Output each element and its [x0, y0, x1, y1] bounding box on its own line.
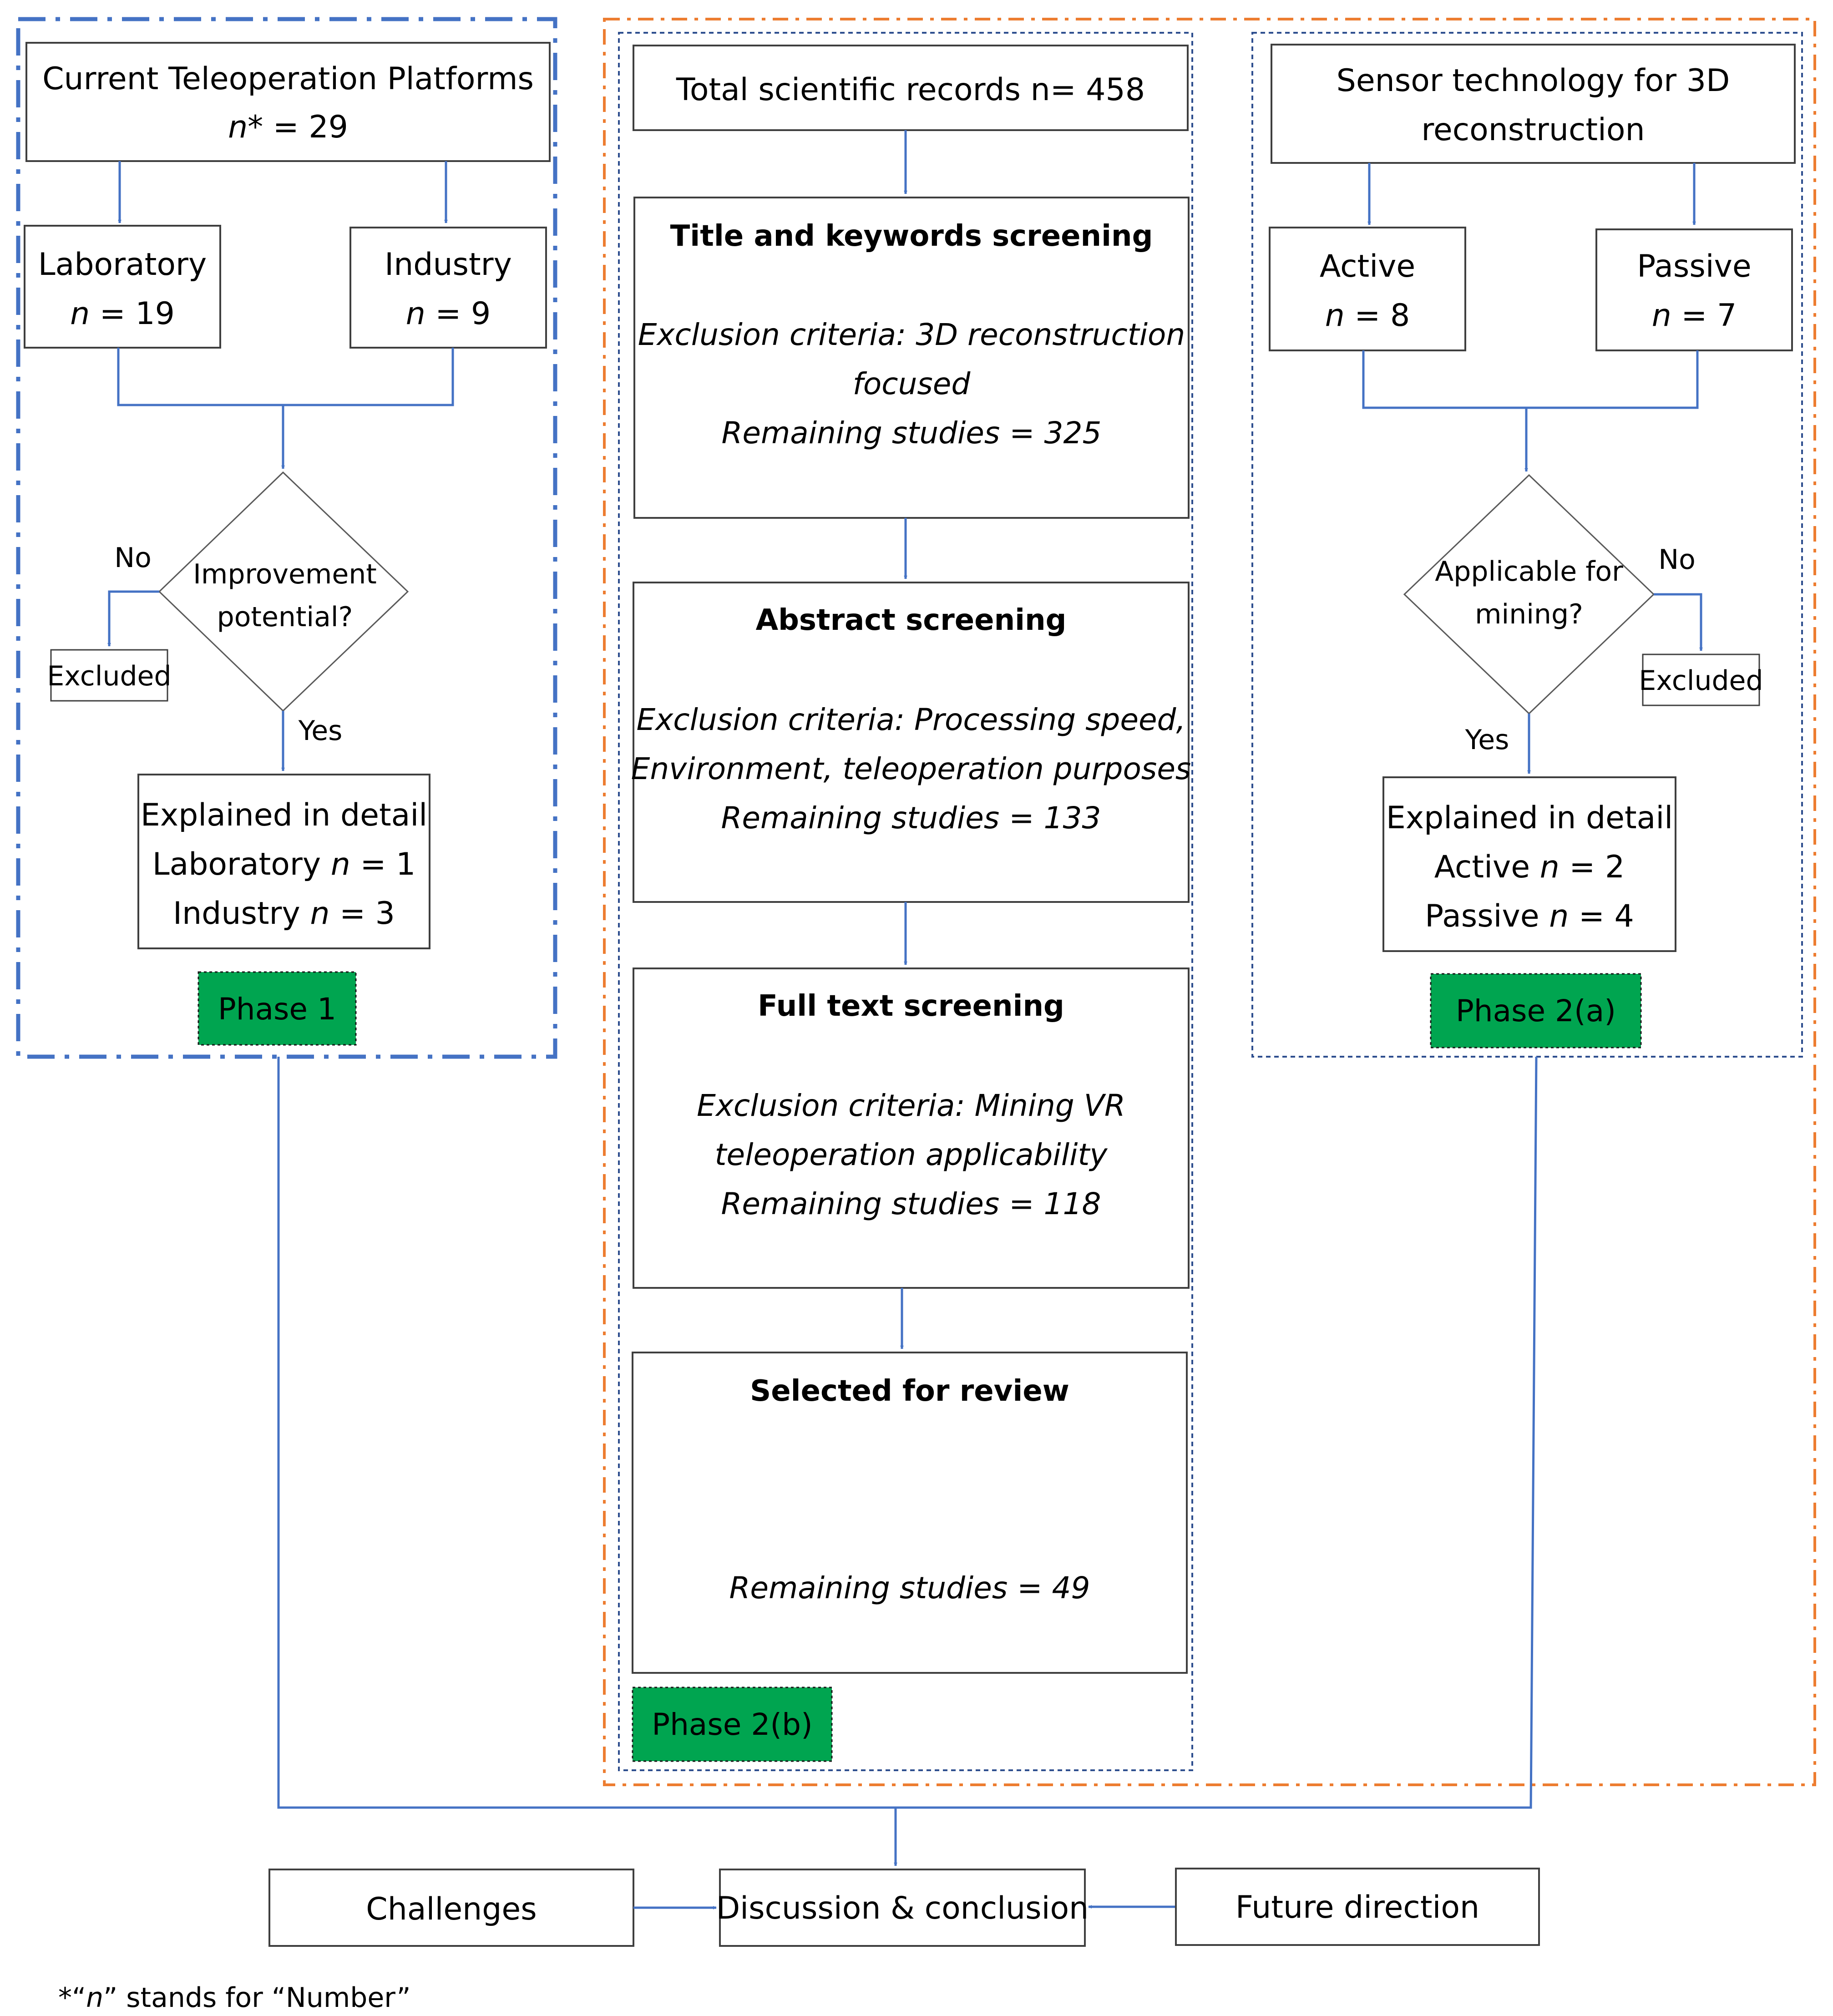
- challenges-box: Challenges: [268, 1869, 634, 1947]
- phase1-badge: Phase 1: [197, 971, 357, 1046]
- phase2b-badge: Phase 2(b): [632, 1687, 833, 1762]
- title-screening-criteria1: Exclusion criteria: 3D reconstruction: [638, 317, 1185, 352]
- future-direction-box: Future direction: [1175, 1868, 1540, 1946]
- phase2-frame: [603, 18, 1816, 1786]
- phase2a-frame: [1251, 32, 1803, 1058]
- detail2-box: Explained in detail Active n = 2 Passive…: [1382, 776, 1676, 952]
- excluded1-box: Excluded: [47, 649, 172, 702]
- discussion-label: Discussion & conclusion: [716, 1890, 1089, 1926]
- selected-remaining: Remaining studies = 49: [729, 1570, 1090, 1606]
- decision1-line1: Improvement: [193, 558, 377, 590]
- total-records-label: Total scientific records n= 458: [676, 72, 1145, 108]
- title-screening-remaining: Remaining studies = 325: [722, 415, 1102, 451]
- excluded1-label: Excluded: [47, 660, 171, 692]
- laboratory-count: n = 19: [70, 296, 175, 332]
- platforms-box: Current Teleoperation Platforms n* = 29: [25, 42, 551, 162]
- future-direction-label: Future direction: [1236, 1889, 1479, 1925]
- full-text-screening-box: Full text screening Exclusion criteria: …: [633, 967, 1190, 1289]
- passive-box: Passive n = 7: [1595, 228, 1793, 351]
- detail1-lab: Laboratory n = 1: [152, 846, 416, 882]
- connector-phase1-bottom: [277, 1057, 896, 1809]
- active-box: Active n = 8: [1269, 227, 1466, 351]
- decision1-no-label: No: [114, 542, 152, 574]
- decision2-yes-label: Yes: [1465, 724, 1509, 756]
- full-text-criteria1: Exclusion criteria: Mining VR: [697, 1088, 1125, 1123]
- excluded2-box: Excluded: [1639, 653, 1763, 706]
- industry-label: Industry: [385, 247, 512, 283]
- decision1-yes-label: Yes: [298, 715, 343, 747]
- discussion-box: Discussion & conclusion: [716, 1869, 1089, 1947]
- phase1-badge-label: Phase 1: [218, 992, 336, 1027]
- abstract-screening-heading: Abstract screening: [756, 603, 1067, 637]
- arrow-no-excluded2: [1654, 593, 1703, 651]
- platforms-count: n* = 29: [228, 109, 348, 145]
- sensor-box: Sensor technology for 3D reconstruction: [1271, 44, 1796, 164]
- detail1-industry: Industry n = 3: [173, 896, 395, 932]
- sensor-line2: reconstruction: [1421, 112, 1645, 148]
- title-screening-heading: Title and keywords screening: [670, 219, 1153, 253]
- total-records-box: Total scientific records n= 458: [633, 45, 1189, 131]
- phase2a-badge: Phase 2(a): [1430, 973, 1642, 1049]
- passive-label: Passive: [1637, 248, 1751, 284]
- phase2a-badge-label: Phase 2(a): [1456, 993, 1616, 1028]
- abstract-screening-criteria2: Environment, teleoperation purposes: [631, 751, 1191, 786]
- abstract-screening-remaining: Remaining studies = 133: [721, 800, 1101, 836]
- mining-decision: Applicable for mining?: [1403, 474, 1655, 715]
- footnote: *“n” stands for “Number”: [58, 1982, 411, 2014]
- platforms-title: Current Teleoperation Platforms: [42, 61, 534, 97]
- selected-review-box: Selected for review Remaining studies = …: [632, 1352, 1188, 1674]
- decision2-no-label: No: [1658, 544, 1696, 576]
- full-text-heading: Full text screening: [758, 989, 1064, 1023]
- industry-count: n = 9: [406, 296, 491, 332]
- full-text-remaining: Remaining studies = 118: [721, 1186, 1101, 1221]
- phase1-frame: [16, 17, 557, 1059]
- connector-phase2a-bottom: [896, 1056, 1538, 1809]
- challenges-label: Challenges: [366, 1891, 537, 1927]
- detail2-active: Active n = 2: [1434, 849, 1625, 885]
- decision1-line2: potential?: [217, 601, 353, 633]
- detail2-passive: Passive n = 4: [1425, 898, 1634, 934]
- title-screening-criteria2: focused: [853, 366, 971, 401]
- selected-heading: Selected for review: [750, 1374, 1069, 1408]
- active-label: Active: [1320, 248, 1415, 284]
- full-text-criteria2: teleoperation applicability: [715, 1137, 1108, 1172]
- phase2b-frame: [618, 32, 1193, 1771]
- sensor-line1: Sensor technology for 3D: [1337, 63, 1730, 99]
- passive-count: n = 7: [1652, 298, 1737, 334]
- laboratory-label: Laboratory: [38, 247, 207, 283]
- decision2-line1: Applicable for: [1435, 556, 1623, 588]
- abstract-screening-criteria1: Exclusion criteria: Processing speed,: [637, 702, 1186, 737]
- title-screening-box: Title and keywords screening Exclusion c…: [633, 197, 1190, 519]
- arrow-no-excluded1: [107, 590, 159, 647]
- merge-active-passive: [1362, 350, 1699, 409]
- improvement-decision: Improvement potential?: [158, 471, 409, 712]
- abstract-screening-box: Abstract screening Exclusion criteria: P…: [631, 582, 1191, 903]
- industry-box: Industry n = 9: [349, 227, 547, 349]
- active-count: n = 8: [1325, 298, 1410, 334]
- excluded2-label: Excluded: [1639, 665, 1763, 697]
- detail2-title: Explained in detail: [1386, 800, 1673, 836]
- merge-lab-industry: [117, 348, 454, 406]
- laboratory-box: Laboratory n = 19: [24, 225, 221, 349]
- detail1-title: Explained in detail: [141, 797, 427, 833]
- phase2b-badge-label: Phase 2(b): [652, 1707, 812, 1742]
- detail1-box: Explained in detail Laboratory n = 1 Ind…: [137, 774, 430, 949]
- decision2-line2: mining?: [1475, 598, 1583, 630]
